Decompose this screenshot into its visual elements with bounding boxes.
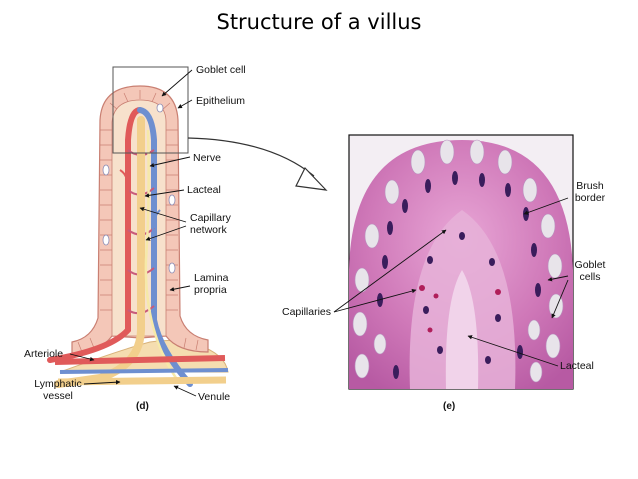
label-goblet-cells: Goblet cells	[574, 259, 606, 283]
label-capillary-network: Capillary network	[190, 212, 231, 236]
micrograph-leaders	[333, 197, 569, 367]
micrograph-lacteal	[445, 270, 479, 389]
micrograph-capillaries	[419, 285, 501, 333]
label-brush-border: Brush border	[574, 180, 606, 204]
venule-base	[59, 368, 229, 374]
goblet-cells	[102, 103, 176, 274]
arteriole-base	[54, 355, 226, 365]
label-lamina-propria: Lamina propria	[194, 272, 229, 296]
label-venule: Venule	[198, 391, 231, 403]
zoom-arrowhead	[295, 166, 328, 191]
label-nerve: Nerve	[193, 152, 222, 164]
venule-vessel	[137, 107, 193, 387]
diagram-d-leaders	[69, 69, 197, 397]
label-capillaries: Capillaries	[282, 306, 332, 318]
lymphatic-base	[57, 376, 227, 386]
slide-title: Structure of a villus	[216, 10, 422, 34]
label-epithelium: Epithelium	[196, 95, 246, 107]
nerve-fiber	[144, 129, 178, 379]
label-lacteal-d: Lacteal	[187, 184, 221, 196]
arteriole-vessel	[47, 107, 143, 363]
panel-label-e: (e)	[443, 401, 456, 412]
label-lacteal-e: Lacteal	[560, 360, 594, 372]
label-goblet-cell: Goblet cell	[196, 64, 246, 76]
label-arteriole: Arteriole	[24, 348, 64, 360]
zoom-box	[112, 66, 189, 154]
label-lymphatic-vessel: Lymphatic vessel	[34, 378, 82, 402]
micrograph	[348, 134, 574, 390]
micrograph-goblet-cells	[352, 139, 564, 383]
micrograph-nuclei	[377, 171, 541, 379]
villus-diagram	[47, 66, 229, 388]
panel-label-d: (d)	[136, 401, 149, 412]
zoom-arrow	[187, 137, 315, 177]
